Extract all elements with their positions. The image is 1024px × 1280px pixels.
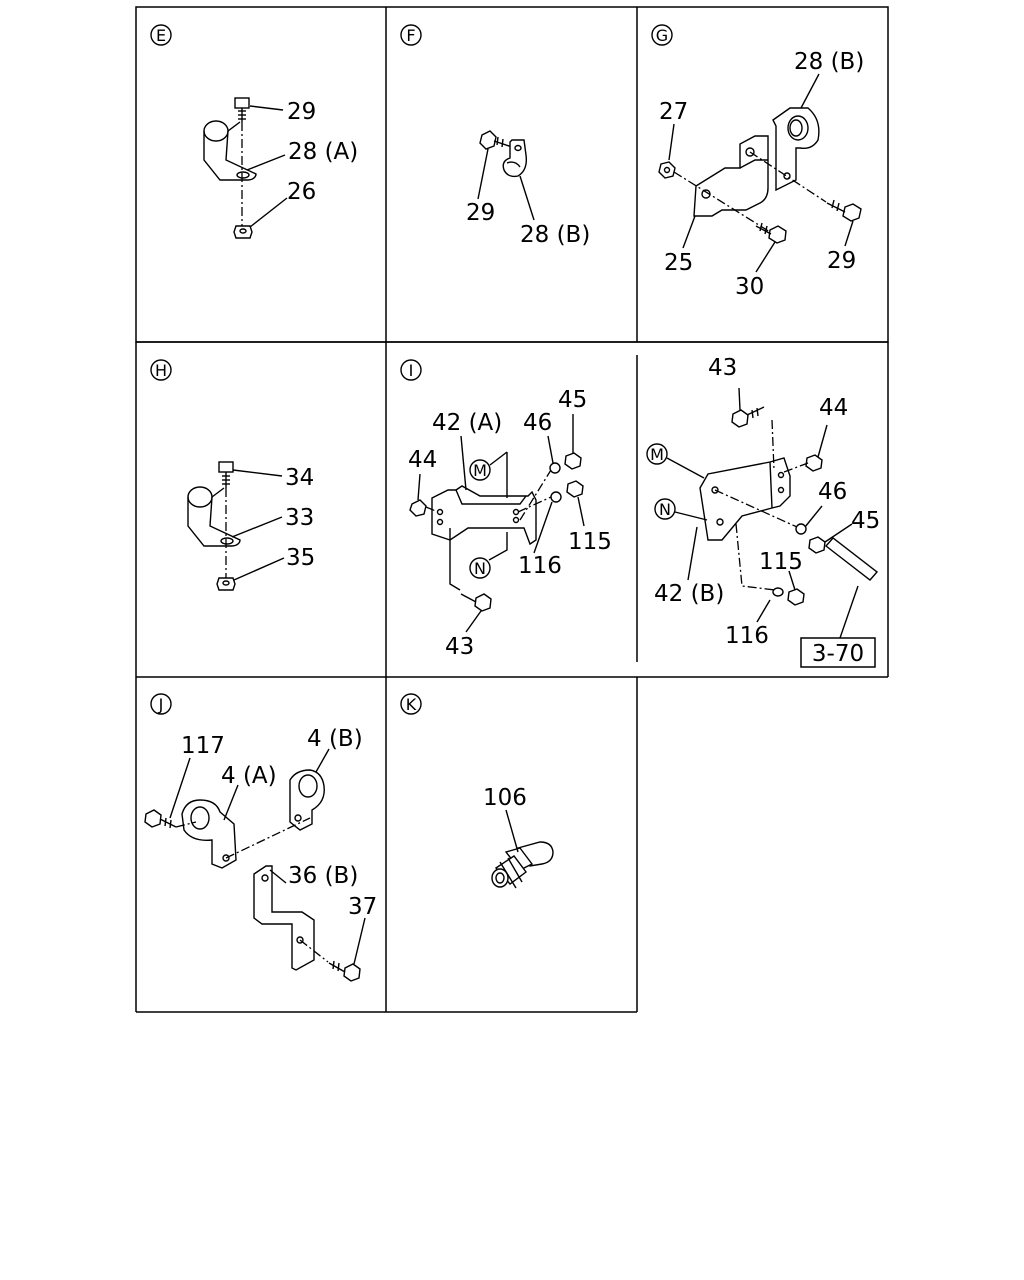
- nut-part: [566, 480, 584, 498]
- panel-letter-f: F: [406, 26, 415, 45]
- part-label: 4 (B): [307, 726, 363, 752]
- ref-marker-n: N: [659, 500, 671, 519]
- bolt-part: [234, 97, 250, 122]
- part-label: 26: [287, 179, 316, 205]
- bracket-part: [431, 485, 537, 546]
- ref-marker-m: M: [650, 445, 664, 464]
- panel-k: K 106: [400, 693, 554, 889]
- part-label: 28 (B): [520, 222, 590, 248]
- panel-i: I M N 4: [400, 359, 612, 660]
- panel-e: E 29 28 (A) 26: [150, 24, 358, 239]
- bolt-part: [144, 809, 177, 829]
- bolt-part: [755, 222, 787, 244]
- nut-part: [787, 588, 805, 606]
- ref-marker-n: N: [474, 559, 486, 578]
- part-label: 42 (B): [654, 581, 724, 607]
- part-label: 44: [408, 447, 437, 473]
- panel-letter-j: J: [158, 695, 164, 714]
- part-label: 115: [568, 529, 612, 555]
- panel-f: F 29 28 (B): [400, 24, 590, 248]
- washer-part: [550, 491, 562, 503]
- part-label: 116: [725, 623, 769, 649]
- part-label: 46: [523, 410, 552, 436]
- part-label: 33: [285, 505, 314, 531]
- nut-part: [805, 454, 823, 472]
- bolt-part: [328, 960, 361, 982]
- bolt-part: [479, 130, 513, 150]
- ref-marker-m: M: [473, 461, 487, 480]
- panel-h: H 34 33 35: [150, 359, 315, 591]
- stud-part: [824, 537, 879, 581]
- nut-part: [216, 577, 236, 591]
- part-label: 34: [285, 465, 314, 491]
- clamp-part: [181, 799, 237, 869]
- nut-part: [564, 452, 582, 470]
- part-label: 4 (A): [221, 763, 277, 789]
- part-label: 116: [518, 553, 562, 579]
- part-label: 30: [735, 274, 764, 300]
- part-label: 45: [851, 508, 880, 534]
- part-label: 28 (A): [288, 139, 358, 165]
- clamp-part: [289, 769, 325, 831]
- part-label: 115: [759, 549, 803, 575]
- clamp-part: [203, 120, 257, 181]
- nut-part: [658, 161, 676, 179]
- bracket-part: [699, 457, 791, 541]
- part-label: 36 (B): [288, 863, 358, 889]
- nut-part: [808, 536, 826, 554]
- part-label: 43: [445, 634, 474, 660]
- washer-part: [795, 523, 807, 535]
- panel-letter-i: I: [409, 361, 414, 380]
- part-label: 35: [286, 545, 315, 571]
- panel-letter-k: K: [406, 695, 417, 714]
- panel-g: G: [651, 24, 864, 300]
- part-label: 29: [827, 248, 856, 274]
- bolt-part: [460, 593, 492, 612]
- washer-part: [549, 462, 561, 474]
- part-label: 28 (B): [794, 49, 864, 75]
- clamp-part: [772, 107, 820, 192]
- nut-part: [233, 225, 253, 239]
- bracket-part: [693, 135, 769, 217]
- part-label: 42 (A): [432, 410, 502, 436]
- panel-j: J: [144, 693, 377, 982]
- nut-part: [409, 499, 427, 517]
- panel-grid: [135, 6, 889, 1013]
- part-label: 29: [287, 99, 316, 125]
- bolt-part: [218, 461, 234, 488]
- part-label: 106: [483, 785, 527, 811]
- part-label: 44: [819, 395, 848, 421]
- part-label: 25: [664, 250, 693, 276]
- clamp-part: [187, 486, 241, 547]
- clamp-part: [502, 139, 528, 178]
- bracket-part: [253, 865, 315, 971]
- part-label: 29: [466, 200, 495, 226]
- part-label: 117: [181, 733, 225, 759]
- page-ref-box: [800, 637, 876, 668]
- washer-part: [772, 587, 784, 597]
- panel-letter-e: E: [156, 26, 166, 45]
- part-label: 37: [348, 894, 377, 920]
- panel-letter-g: G: [656, 26, 668, 45]
- panel-i-continued: M N 43 44 46 45 115 42 (B) 116 3-70: [646, 355, 880, 668]
- part-label: 43: [708, 355, 737, 381]
- panel-letter-h: H: [155, 361, 167, 380]
- page-ref-label: 3-70: [812, 641, 864, 667]
- bolt-part: [731, 406, 765, 428]
- part-label: 45: [558, 387, 587, 413]
- part-label: 27: [659, 99, 688, 125]
- fitting-part: [491, 841, 554, 889]
- bolt-part: [826, 199, 862, 222]
- part-label: 46: [818, 479, 847, 505]
